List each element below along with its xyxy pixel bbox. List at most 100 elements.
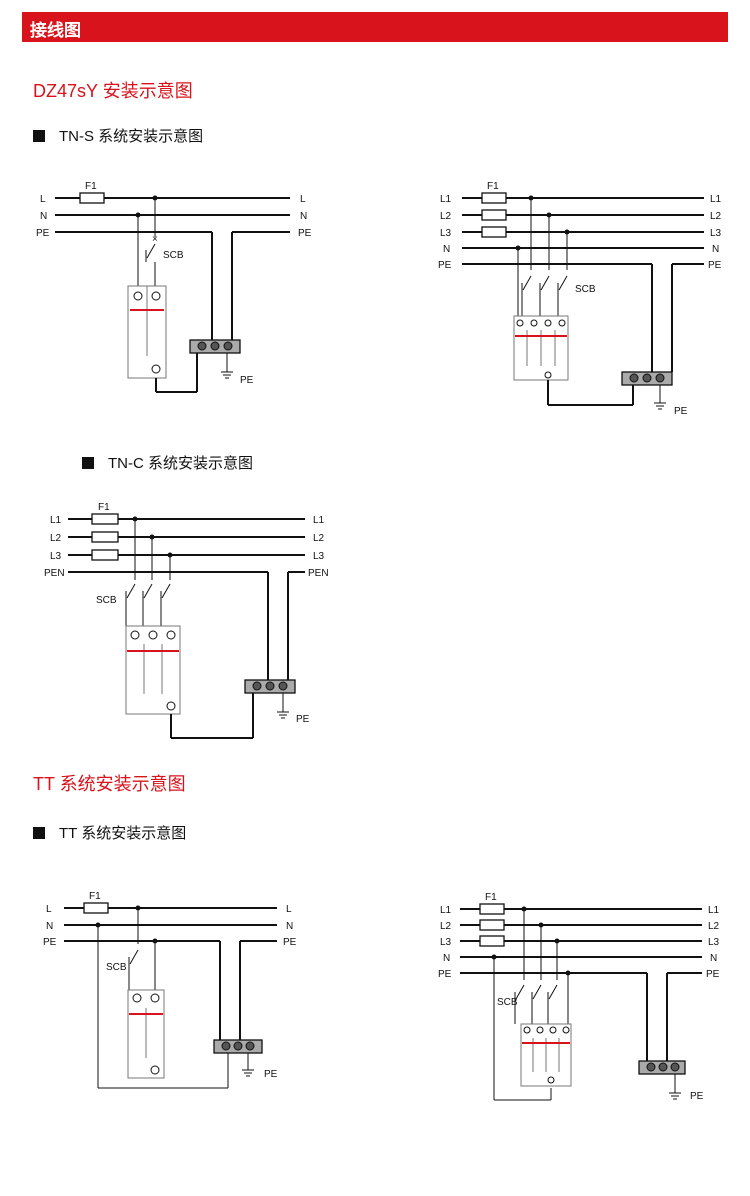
diagram-tt-single-phase: F1 L N PE L N PE SCB — [43, 891, 297, 1089]
subsection-tt-label: TT 系统安装示意图 — [59, 825, 187, 842]
pe-label: PE — [264, 1069, 278, 1080]
line-label: N — [712, 244, 719, 255]
fuse-icon — [481, 192, 507, 204]
subsection-tnc-label: TN-C 系统安装示意图 — [108, 455, 253, 472]
pe-label: PE — [296, 714, 310, 725]
line-label: L2 — [50, 533, 62, 544]
fuse-icon — [83, 902, 109, 914]
subsection-tnc: TN-C 系统安装示意图 — [82, 452, 253, 473]
fuse-icon — [479, 903, 505, 915]
fuse-icon — [91, 513, 119, 525]
subsection-tns-label: TN-S 系统安装示意图 — [59, 128, 204, 145]
line-label: L2 — [313, 533, 325, 544]
line-label: L3 — [710, 228, 722, 239]
line-label: L3 — [708, 937, 720, 948]
line-label: PE — [36, 228, 50, 239]
line-label: L1 — [440, 194, 452, 205]
line-label: N — [46, 921, 53, 932]
line-label: L — [300, 194, 306, 205]
line-label: L2 — [440, 921, 452, 932]
fuse-label: F1 — [89, 891, 101, 902]
scb-label: SCB — [96, 595, 117, 606]
subsection-tns: TN-S 系统安装示意图 — [33, 125, 203, 146]
earth-bar — [189, 339, 241, 354]
spd-module-2p — [127, 285, 167, 379]
scb-label: SCB — [106, 962, 127, 973]
earth-bar — [621, 371, 673, 386]
line-label: PE — [43, 937, 57, 948]
earth-bar — [638, 1060, 686, 1075]
scb-label: SCB — [163, 250, 184, 261]
diagram-tns-three-phase: F1 L1 L2 L3 N PE L1 L2 L3 N PE SCB — [438, 181, 722, 417]
scb-label: SCB — [497, 997, 518, 1008]
line-label: N — [443, 953, 450, 964]
pe-label: PE — [674, 406, 688, 417]
line-label: N — [710, 953, 717, 964]
scb-label: SCB — [575, 284, 596, 295]
fuse-label: F1 — [98, 502, 110, 513]
spd-module-4p — [513, 315, 569, 381]
line-label: L1 — [710, 194, 722, 205]
line-label: PEN — [44, 568, 65, 579]
header-title: 接线图 — [30, 21, 81, 40]
line-label: L3 — [313, 551, 325, 562]
line-label: L2 — [708, 921, 720, 932]
switch-icon — [146, 243, 156, 259]
section-title-tt: TT 系统安装示意图 — [33, 774, 186, 794]
earth-bar — [244, 679, 296, 694]
fuse-icon — [479, 935, 505, 947]
section-title-dz47sy: DZ47sY 安装示意图 — [33, 81, 193, 101]
square-bullet-icon — [82, 457, 94, 469]
diagram-tns-single-phase: F1 L N PE L N PE × SCB — [36, 181, 312, 393]
earth-bar — [213, 1039, 263, 1054]
line-label: PE — [283, 937, 297, 948]
line-label: L1 — [440, 905, 452, 916]
line-label: PE — [706, 969, 720, 980]
ground-icon — [242, 1069, 254, 1077]
line-label: L — [46, 904, 52, 915]
svg-text:×: × — [152, 234, 158, 245]
line-label: L1 — [313, 515, 325, 526]
line-label: L — [40, 194, 46, 205]
fuse-label: F1 — [85, 181, 97, 192]
pe-label: PE — [240, 375, 254, 386]
line-label: L1 — [708, 905, 720, 916]
line-label: PEN — [308, 568, 329, 579]
fuse-label: F1 — [485, 892, 497, 903]
line-label: PE — [438, 260, 452, 271]
line-label: L2 — [440, 211, 452, 222]
line-label: N — [300, 211, 307, 222]
ground-icon — [654, 402, 666, 410]
spd-module-4p — [520, 1023, 572, 1087]
line-label: L — [286, 904, 292, 915]
ground-icon — [277, 711, 289, 719]
diagram-tnc: F1 L1 L2 L3 PEN L1 L2 L3 PEN SCB — [44, 502, 329, 739]
line-label: PE — [438, 969, 452, 980]
spd-module-3p — [125, 625, 181, 715]
fuse-icon — [481, 209, 507, 221]
line-label: PE — [298, 228, 312, 239]
line-label: L2 — [710, 211, 722, 222]
line-label: L1 — [50, 515, 62, 526]
fuse-icon — [91, 549, 119, 561]
line-label: N — [40, 211, 47, 222]
line-label: PE — [708, 260, 722, 271]
line-label: N — [286, 921, 293, 932]
pe-label: PE — [690, 1091, 704, 1102]
fuse-icon — [79, 192, 105, 204]
ground-icon — [221, 371, 233, 379]
diagram-tt-three-phase: F1 L1 L2 L3 N PE L1 L2 L3 N PE SCB — [438, 892, 720, 1102]
line-label: L3 — [440, 937, 452, 948]
line-label: L3 — [440, 228, 452, 239]
fuse-label: F1 — [487, 181, 499, 192]
line-label: N — [443, 244, 450, 255]
line-label: L3 — [50, 551, 62, 562]
fuse-icon — [91, 531, 119, 543]
header-banner: 接线图 — [22, 12, 728, 42]
fuse-icon — [479, 919, 505, 931]
subsection-tt: TT 系统安装示意图 — [33, 822, 186, 843]
square-bullet-icon — [33, 130, 45, 142]
fuse-icon — [481, 226, 507, 238]
spd-module-2p — [127, 989, 165, 1079]
square-bullet-icon — [33, 827, 45, 839]
